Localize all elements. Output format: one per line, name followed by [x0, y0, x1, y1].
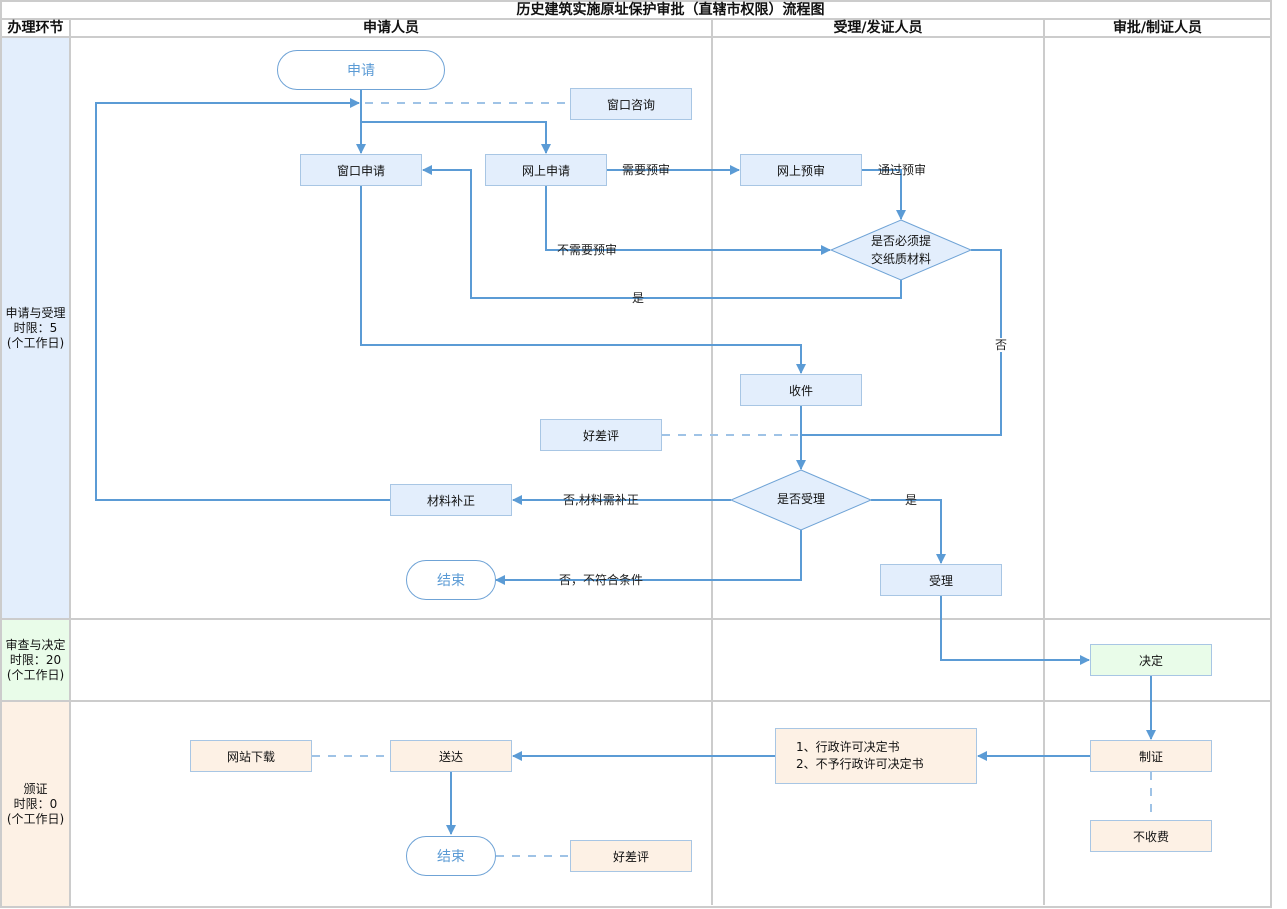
label-need-precheck: 需要预审 [622, 163, 671, 177]
edge-to-accept [871, 499, 946, 564]
start-terminal[interactable]: 申请 [277, 50, 445, 90]
window-apply-node[interactable]: 窗口申请 [300, 154, 422, 186]
page-title: 历史建筑实施原址保护审批（直辖市权限）流程图 [516, 2, 825, 18]
edge-accept-to-decide [940, 596, 1090, 665]
phase-review-label: 审查与决定 时限：20 (个工作日) [1, 620, 70, 701]
label-paper-no: 否 [995, 338, 1008, 352]
label-pass-precheck: 通过预审 [878, 163, 927, 177]
edge-no-precheck [545, 185, 831, 255]
paper-decision-line2: 交纸质材料 [870, 252, 931, 266]
online-apply-node[interactable]: 网上申请 [485, 154, 607, 186]
decide-node[interactable]: 决定 [1090, 644, 1212, 676]
accept-decision-diamond [729, 469, 873, 531]
end-terminal-2[interactable]: 结束 [406, 836, 496, 876]
label-yes-accept: 是 [905, 493, 918, 507]
deliver-node[interactable]: 送达 [390, 740, 512, 772]
phase-review-limit: 时限：20 [9, 653, 62, 667]
phase-bg-issue [1, 702, 70, 907]
decision-shapes [729, 219, 973, 531]
edge-supplement-loop [95, 98, 390, 501]
label-no-precheck: 不需要预审 [557, 243, 618, 257]
header-stage-column: 办理环节 [7, 20, 64, 36]
dashed-links [312, 102, 1152, 857]
phase-bg-apply [1, 37, 70, 619]
no-fee-node[interactable]: 不收费 [1090, 820, 1212, 852]
header-lane-approval: 审批/制证人员 [1112, 20, 1203, 36]
phase-issue-unit: (个工作日) [6, 812, 65, 826]
web-download-node[interactable]: 网站下载 [190, 740, 312, 772]
phase-apply-unit: (个工作日) [6, 335, 65, 350]
rating-node-2[interactable]: 好差评 [570, 840, 692, 872]
rating-node-1[interactable]: 好差评 [540, 419, 662, 451]
flow-edges [95, 90, 1156, 835]
edge-to-online-apply [361, 121, 551, 154]
header-lane-applicant: 申请人员 [363, 20, 419, 36]
doc-line-2: 2、不予行政许可决定书 [796, 757, 924, 771]
edge-to-end [495, 530, 802, 585]
phase-issue-limit: 时限：0 [13, 797, 58, 811]
label-no-reject: 否，不符合条件 [559, 573, 644, 587]
end-terminal-1[interactable]: 结束 [406, 560, 496, 600]
edge-window-to-receive [360, 185, 806, 374]
phase-review-unit: (个工作日) [6, 668, 65, 682]
phase-apply-limit: 时限：5 [13, 320, 58, 335]
receive-node[interactable]: 收件 [740, 374, 862, 406]
label-no-supplement: 否,材料需补正 [563, 493, 639, 507]
supplement-node[interactable]: 材料补正 [390, 484, 512, 516]
phase-review-name: 审查与决定 [5, 638, 66, 652]
phase-issue-label: 颁证 时限：0 (个工作日) [1, 702, 70, 907]
phase-apply-label: 申请与受理 时限：5 (个工作日) [1, 37, 70, 619]
window-consult-node[interactable]: 窗口咨询 [570, 88, 692, 120]
paper-decision-diamond [829, 219, 973, 281]
edge-pass-precheck [861, 169, 906, 220]
accept-decision-label[interactable]: 是否受理 [776, 492, 825, 506]
header-lane-acceptance: 受理/发证人员 [833, 20, 923, 36]
accept-node[interactable]: 受理 [880, 564, 1002, 596]
paper-decision-line1: 是否必须提 [870, 234, 931, 248]
edge-paper-yes [422, 165, 902, 299]
phase-issue-name: 颁证 [23, 782, 48, 796]
phase-apply-name: 申请与受理 [5, 305, 66, 320]
decision-documents-node[interactable]: 1、行政许可决定书 2、不予行政许可决定书 [775, 728, 977, 784]
phase-bg-review [1, 620, 70, 701]
paper-decision-label[interactable]: 是否必须提 交纸质材料 [841, 228, 961, 272]
certify-node[interactable]: 制证 [1090, 740, 1212, 772]
doc-line-1: 1、行政许可决定书 [796, 740, 900, 754]
online-precheck-node[interactable]: 网上预审 [740, 154, 862, 186]
label-paper-yes: 是 [632, 291, 645, 305]
